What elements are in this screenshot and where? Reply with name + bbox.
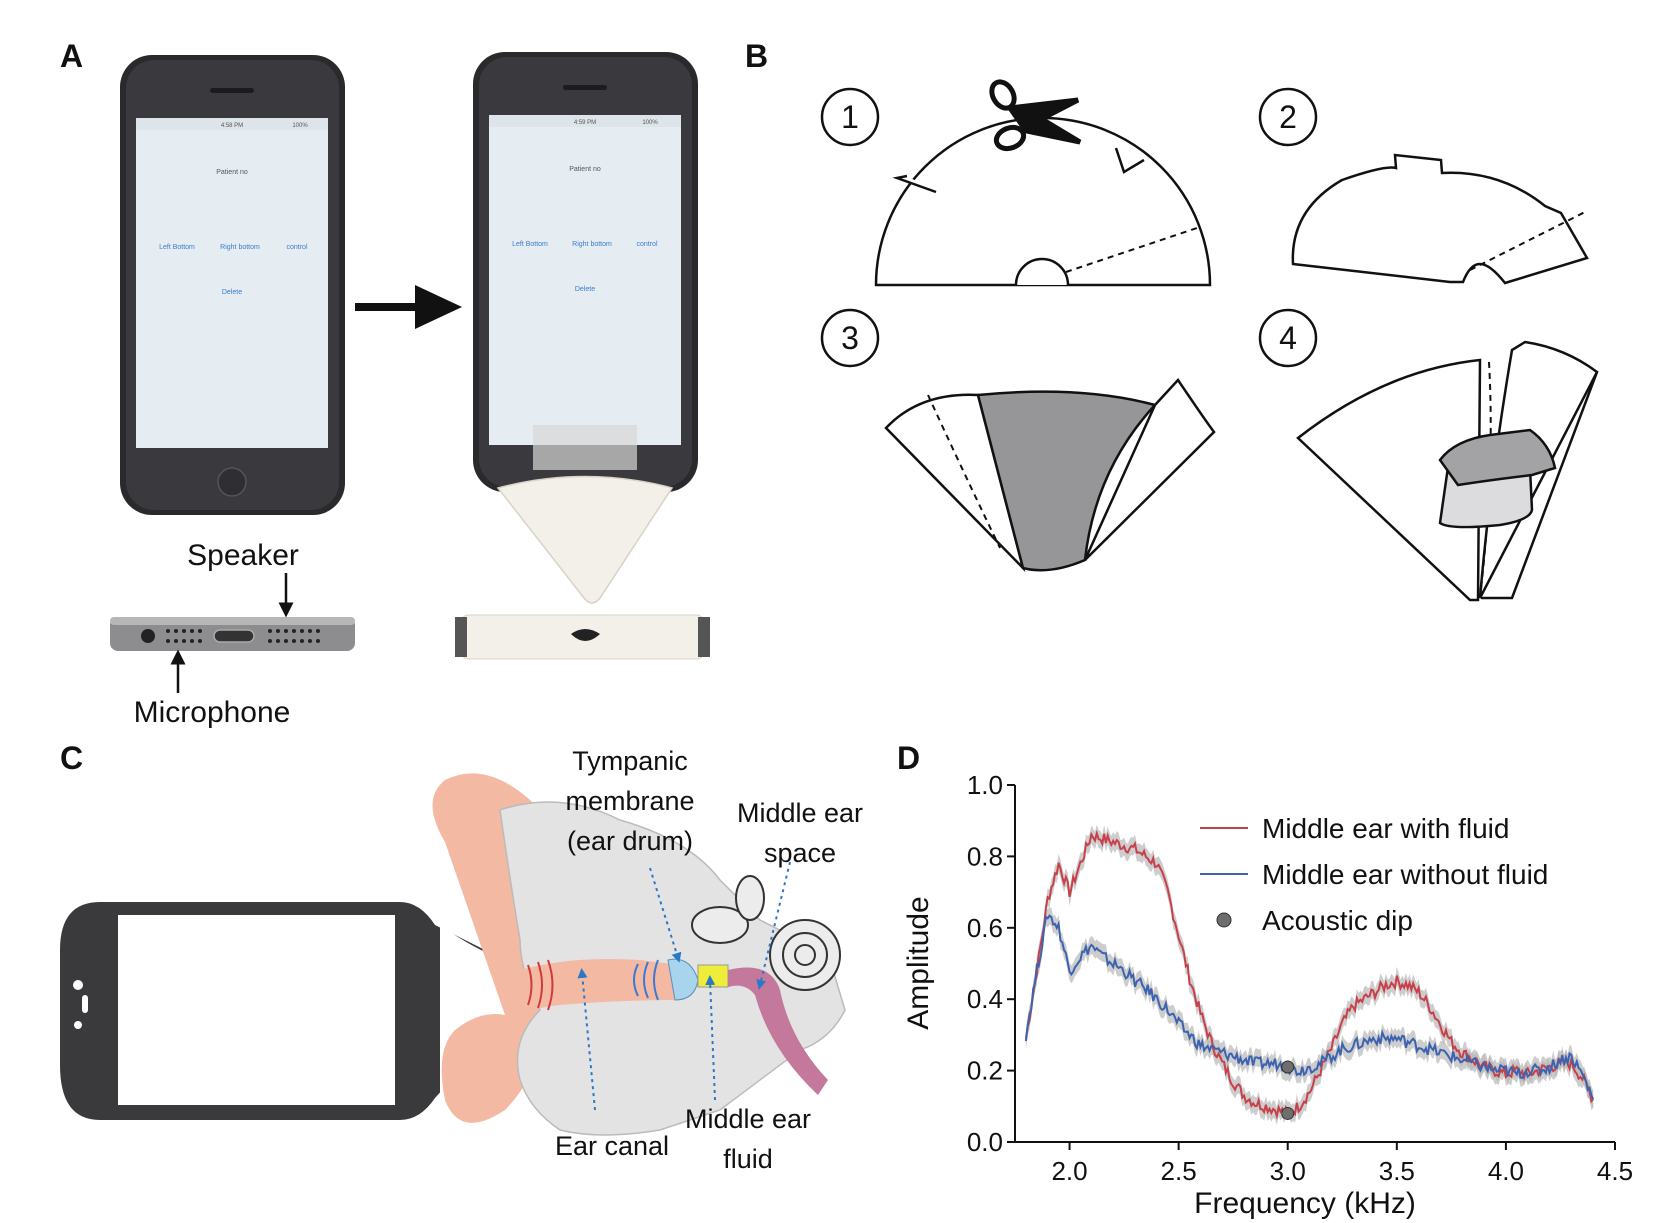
step-marker-4 bbox=[1258, 308, 1318, 368]
transform-arrow bbox=[355, 285, 462, 329]
status-time: 4:58 PM bbox=[221, 123, 243, 129]
right-bottom-button[interactable]: Right bottom bbox=[220, 244, 260, 251]
acoustic-dip-point bbox=[1281, 1106, 1295, 1120]
ear-canal-callout bbox=[577, 968, 596, 1111]
y-tick-label: 0.4 bbox=[967, 984, 1003, 1014]
y-tick-label: 0.0 bbox=[967, 1127, 1003, 1157]
x-tick-label: 3.0 bbox=[1270, 1156, 1306, 1186]
panel-letter-c: C bbox=[60, 740, 84, 776]
control-button[interactable]: control bbox=[636, 241, 657, 248]
left-bottom-button[interactable]: Left Bottom bbox=[159, 244, 195, 251]
x-tick-label: 2.0 bbox=[1051, 1156, 1087, 1186]
phone-with-funnel: 4:59 PM 100% Patient no Left Bottom Righ… bbox=[473, 52, 698, 604]
fluid-callout bbox=[705, 975, 716, 1101]
tympanic-label-line2: membrane bbox=[565, 786, 694, 816]
outgoing-sound-waves bbox=[527, 959, 554, 1011]
right-bottom-button[interactable]: Right bottom bbox=[572, 241, 612, 248]
pocket-flap bbox=[1438, 428, 1557, 487]
x-tick-label: 2.5 bbox=[1161, 1156, 1197, 1186]
y-tick-label: 0.8 bbox=[967, 841, 1003, 871]
reflected-sound-waves bbox=[633, 959, 659, 1001]
step-marker-2 bbox=[1258, 87, 1318, 147]
ossicles bbox=[691, 875, 841, 991]
control-button[interactable]: control bbox=[286, 244, 307, 251]
step-marker-1 bbox=[820, 87, 880, 147]
status-battery: 100% bbox=[292, 123, 308, 129]
tympanic-label-line1: Tympanic bbox=[572, 746, 688, 776]
y-axis-label: Amplitude bbox=[902, 896, 935, 1029]
error-band bbox=[1025, 906, 1594, 1109]
x-tick-label: 3.5 bbox=[1379, 1156, 1415, 1186]
legend-label: Acoustic dip bbox=[1262, 905, 1413, 936]
cone-back bbox=[1296, 358, 1482, 602]
fluid-label-line2: fluid bbox=[723, 1144, 773, 1174]
x-tick-label: 4.5 bbox=[1597, 1156, 1633, 1186]
acoustic-dip-point bbox=[1281, 1060, 1295, 1074]
panel-b: 1 2 3 4 bbox=[820, 79, 1599, 602]
speaker-label: Speaker bbox=[187, 539, 299, 572]
panel-letter-d: D bbox=[897, 740, 921, 776]
phone-before: 4:58 PM 100% Patient no Left Bottom Righ… bbox=[120, 55, 345, 515]
step-number-1: 1 bbox=[841, 99, 859, 135]
x-axis-label: Frequency (kHz) bbox=[1194, 1187, 1416, 1220]
microphone-label: Microphone bbox=[134, 696, 291, 729]
legend-label: Middle ear with fluid bbox=[1262, 813, 1509, 844]
scissors-icon bbox=[989, 79, 1082, 152]
patient-label: Patient no bbox=[216, 169, 248, 176]
phone-outline bbox=[60, 902, 505, 1120]
middle-space-callout bbox=[756, 861, 791, 990]
status-time: 4:59 PM bbox=[574, 120, 596, 126]
step-marker-3 bbox=[820, 308, 880, 368]
middle-space-label-line1: Middle ear bbox=[737, 798, 863, 828]
ear-canal-label: Ear canal bbox=[555, 1131, 669, 1161]
amplitude-chart: 0.0 0.2 0.4 0.6 0.8 1.0 2.0 2.5 3.0 3.5 4.0 4.5 Am… bbox=[902, 770, 1633, 1220]
fluid-label-line1: Middle ear bbox=[685, 1104, 811, 1134]
left-bottom-button[interactable]: Left Bottom bbox=[512, 241, 548, 248]
patient-label: Patient no bbox=[569, 166, 601, 173]
panel-c: Tympanic membrane (ear drum) Middle ear … bbox=[60, 746, 863, 1174]
tympanic-label-line3: (ear drum) bbox=[567, 826, 693, 856]
x-ticks: 2.0 2.5 3.0 3.5 4.0 4.5 bbox=[1051, 1142, 1633, 1186]
phone-bottom-edge bbox=[110, 617, 355, 651]
panel-letter-b: B bbox=[745, 38, 769, 74]
shaded-cone bbox=[976, 390, 1158, 572]
cut-template bbox=[1291, 153, 1589, 285]
series-line-with-fluid bbox=[1024, 829, 1594, 1120]
legend-swatch-point bbox=[1216, 912, 1232, 928]
x-tick-label: 4.0 bbox=[1488, 1156, 1524, 1186]
middle-ear-fluid bbox=[697, 964, 729, 988]
y-ticks: 0.0 0.2 0.4 0.6 0.8 1.0 bbox=[967, 770, 1015, 1157]
legend-label: Middle ear without fluid bbox=[1262, 859, 1548, 890]
panel-a: 4:58 PM 100% Patient no Left Bottom Righ… bbox=[110, 52, 710, 729]
series-lines bbox=[1024, 829, 1595, 1120]
error-band bbox=[1025, 824, 1594, 1125]
step-number-2: 2 bbox=[1279, 99, 1297, 135]
folded-right-flap bbox=[1083, 377, 1216, 561]
y-tick-label: 0.6 bbox=[967, 913, 1003, 943]
y-tick-label: 1.0 bbox=[967, 770, 1003, 800]
status-battery: 100% bbox=[642, 120, 658, 126]
series-line-without-fluid bbox=[1024, 914, 1595, 1100]
middle-space-label-line2: space bbox=[764, 838, 836, 868]
eustachian-tube bbox=[728, 967, 828, 1095]
panel-letter-a: A bbox=[60, 38, 84, 74]
step-number-3: 3 bbox=[841, 320, 859, 356]
y-tick-label: 0.2 bbox=[967, 1056, 1003, 1086]
acoustic-dip-points bbox=[1281, 1060, 1295, 1120]
phone-bottom-with-funnel bbox=[455, 614, 710, 660]
delete-button[interactable]: Delete bbox=[575, 286, 595, 293]
delete-button[interactable]: Delete bbox=[222, 289, 242, 296]
paper-funnel bbox=[496, 475, 674, 604]
tympanic-callout bbox=[649, 867, 682, 963]
step-number-4: 4 bbox=[1279, 320, 1297, 356]
